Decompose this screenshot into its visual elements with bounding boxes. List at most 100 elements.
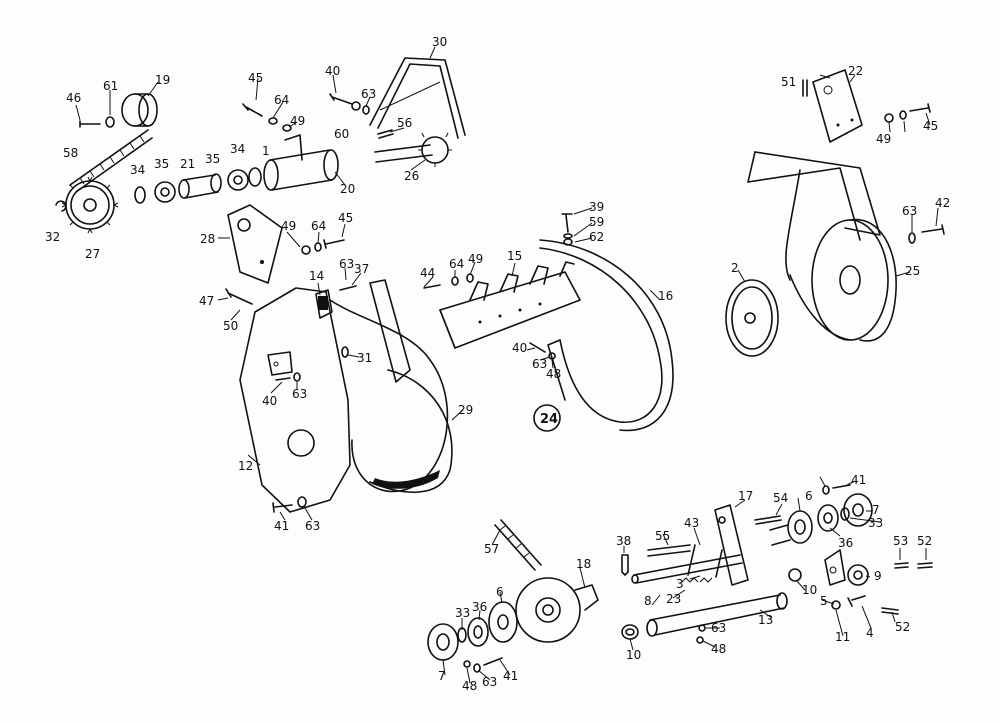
label-part-34: 34 xyxy=(130,163,145,177)
bolt-41-left xyxy=(272,502,293,513)
label-part-46: 46 xyxy=(66,91,81,105)
label-part-3: 3 xyxy=(676,577,684,591)
pulley-25 xyxy=(789,218,897,342)
nut-63-far-right xyxy=(822,485,830,495)
casing-29 xyxy=(329,279,453,494)
label-part-40-left: 40 xyxy=(262,394,277,408)
label-part-52-top: 52 xyxy=(917,534,932,548)
label-part-16: 16 xyxy=(658,289,673,303)
label-part-53: 53 xyxy=(893,534,908,548)
washer-5 xyxy=(831,600,841,610)
label-part-10-right: 10 xyxy=(802,583,817,597)
label-part-28: 28 xyxy=(200,232,215,246)
label-part-39: 39 xyxy=(589,200,604,214)
label-part-12: 12 xyxy=(238,459,253,473)
label-part-40-center: 40 xyxy=(512,341,527,355)
label-part-45-mid: 45 xyxy=(338,211,353,225)
label-part-49-mid: 49 xyxy=(281,219,296,233)
nut-63-left2 xyxy=(293,372,301,382)
label-part-33-lower: 33 xyxy=(455,606,470,620)
rod-55 xyxy=(647,544,691,557)
label-part-62: 62 xyxy=(589,230,604,244)
nut-63-left xyxy=(297,496,307,508)
pin-53 xyxy=(894,562,909,569)
bolt-41-right xyxy=(832,484,851,489)
label-part-64-mid: 64 xyxy=(311,219,326,233)
label-part-25: 25 xyxy=(905,264,920,278)
bolt-40-center xyxy=(529,342,546,353)
label-part-17: 17 xyxy=(738,489,753,503)
leader-lines xyxy=(75,46,939,684)
label-part-45-top: 45 xyxy=(248,71,263,85)
label-part-63-right: 63 xyxy=(902,204,917,218)
label-part-18: 18 xyxy=(576,557,591,571)
bolt-4 xyxy=(847,595,866,607)
spacer-21 xyxy=(178,173,222,199)
label-part-19: 19 xyxy=(155,73,170,87)
bushing-10-left xyxy=(621,624,639,640)
label-part-45-right: 45 xyxy=(923,119,938,133)
tube-13 xyxy=(646,592,788,637)
flange-6-lower xyxy=(488,601,518,643)
label-part-35: 35 xyxy=(154,157,169,171)
plate-28 xyxy=(227,204,283,284)
label-part-31: 31 xyxy=(357,351,372,365)
bolt-46 xyxy=(79,120,101,128)
bolt-45-top xyxy=(242,103,263,117)
label-part-63-top: 63 xyxy=(361,87,376,101)
label-part-48-lower: 48 xyxy=(462,679,477,693)
label-part-41-lower: 41 xyxy=(503,669,518,683)
label-part-54: 54 xyxy=(773,491,788,505)
washer-64-mid xyxy=(314,242,322,252)
label-part-63-left: 63 xyxy=(292,387,307,401)
label-part-2: 2 xyxy=(731,261,739,275)
label-part-61: 61 xyxy=(103,79,118,93)
label-part-23: 23 xyxy=(666,592,681,606)
plate-12 xyxy=(239,287,351,513)
nut-62 xyxy=(563,238,573,246)
label-part-6-lower: 6 xyxy=(496,585,504,599)
label-part-10-left: 10 xyxy=(626,648,641,662)
nut-63-top xyxy=(362,105,370,115)
label-part-56: 56 xyxy=(397,116,412,130)
nut-49-top xyxy=(282,124,292,132)
sprocket-18 xyxy=(515,577,599,643)
label-part-9: 9 xyxy=(874,569,882,583)
washer-60 xyxy=(351,101,361,111)
label-part-21: 21 xyxy=(180,157,195,171)
label-part-59: 59 xyxy=(589,215,604,229)
label-part-37: 37 xyxy=(354,262,369,276)
roller-9 xyxy=(847,564,869,586)
plate-11 xyxy=(824,549,846,586)
bolt-45-right xyxy=(909,103,931,113)
label-part-55: 55 xyxy=(655,529,670,543)
washer-64-right xyxy=(899,110,907,120)
strap-16 xyxy=(539,239,674,432)
bearing-34b xyxy=(248,167,262,187)
label-part-7-right: 7 xyxy=(872,503,880,517)
bolt-44 xyxy=(423,284,441,289)
bracket-30 xyxy=(369,57,466,139)
pin-31 xyxy=(341,346,349,358)
ring-34 xyxy=(134,186,146,204)
chain-57 xyxy=(494,519,542,571)
sprocket-27 xyxy=(61,176,119,234)
label-part-52-bottom: 52 xyxy=(895,620,910,634)
label-part-33-right: 33 xyxy=(868,516,883,530)
label-part-26: 26 xyxy=(404,169,419,183)
label-part-63-lower: 63 xyxy=(482,675,497,689)
nut-63-right xyxy=(908,232,916,244)
hub-36-lower xyxy=(467,617,489,647)
pin-52-top xyxy=(917,562,933,569)
nut-49-center xyxy=(466,273,474,283)
bearing-35b xyxy=(227,169,249,191)
bushing-10-right xyxy=(788,568,802,582)
label-part-64-top: 64 xyxy=(274,93,289,107)
washer-64-top xyxy=(268,117,278,125)
label-part-49-center: 49 xyxy=(468,252,483,266)
label-part-64-center: 64 xyxy=(449,257,464,271)
label-part-6-right: 6 xyxy=(805,489,813,503)
bolt-40-left xyxy=(275,377,291,381)
